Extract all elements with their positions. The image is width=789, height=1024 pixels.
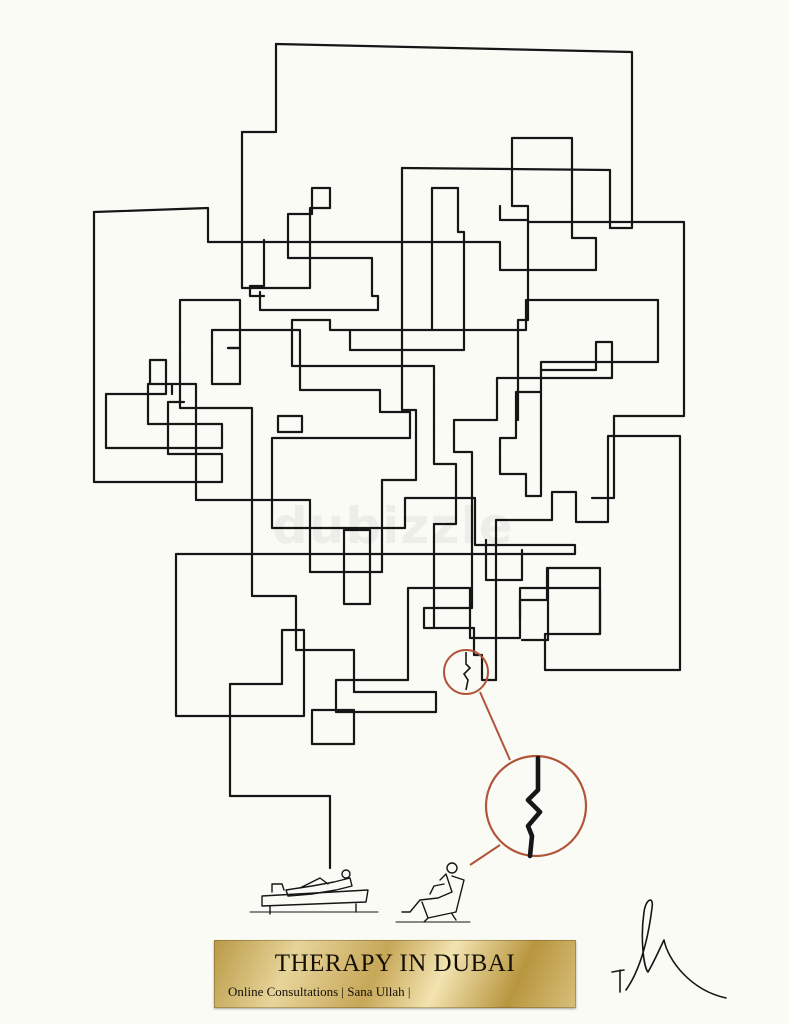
watermark: dubizzle [272,497,514,555]
therapist-chair-icon [395,862,471,923]
therapist-couch-icon [249,869,379,915]
tangled-thought-line [92,42,686,870]
artist-signature [611,899,727,999]
plaque-subtitle: Online Consultations | Sana Ullah | [228,984,411,999]
plaque-title: THERAPY IN DUBAI [274,950,516,977]
title-plaque: THERAPY IN DUBAI Online Consultations | … [214,940,576,1008]
magnifier-icon [443,649,588,866]
